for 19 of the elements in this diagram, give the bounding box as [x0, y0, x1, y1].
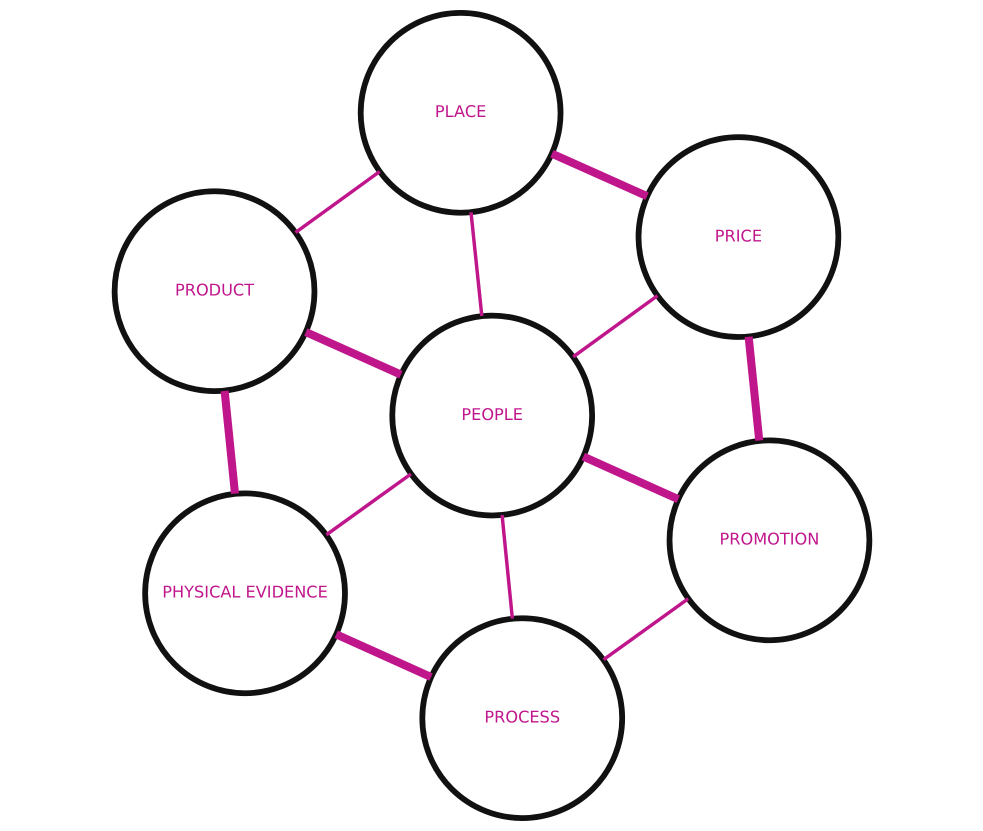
node-circle: PRODUCT	[111, 188, 317, 394]
connector	[500, 514, 514, 619]
connector	[581, 452, 680, 503]
connector	[550, 150, 648, 200]
connector	[294, 170, 380, 234]
connector	[334, 630, 432, 681]
connector	[220, 390, 239, 494]
connector	[744, 336, 763, 441]
connector	[602, 597, 689, 662]
node-circle: PHYSICAL EVIDENCE	[142, 490, 348, 696]
node-circle: PLACE	[357, 10, 563, 216]
node-circle: PEOPLE	[388, 312, 595, 518]
node-circle: PROCESS	[418, 615, 625, 821]
node-circle: PROMOTION	[666, 437, 872, 644]
node-circle: PRICE	[635, 134, 841, 340]
connector	[572, 294, 658, 358]
connector	[324, 472, 412, 536]
connector	[304, 328, 402, 378]
connector	[468, 212, 484, 316]
